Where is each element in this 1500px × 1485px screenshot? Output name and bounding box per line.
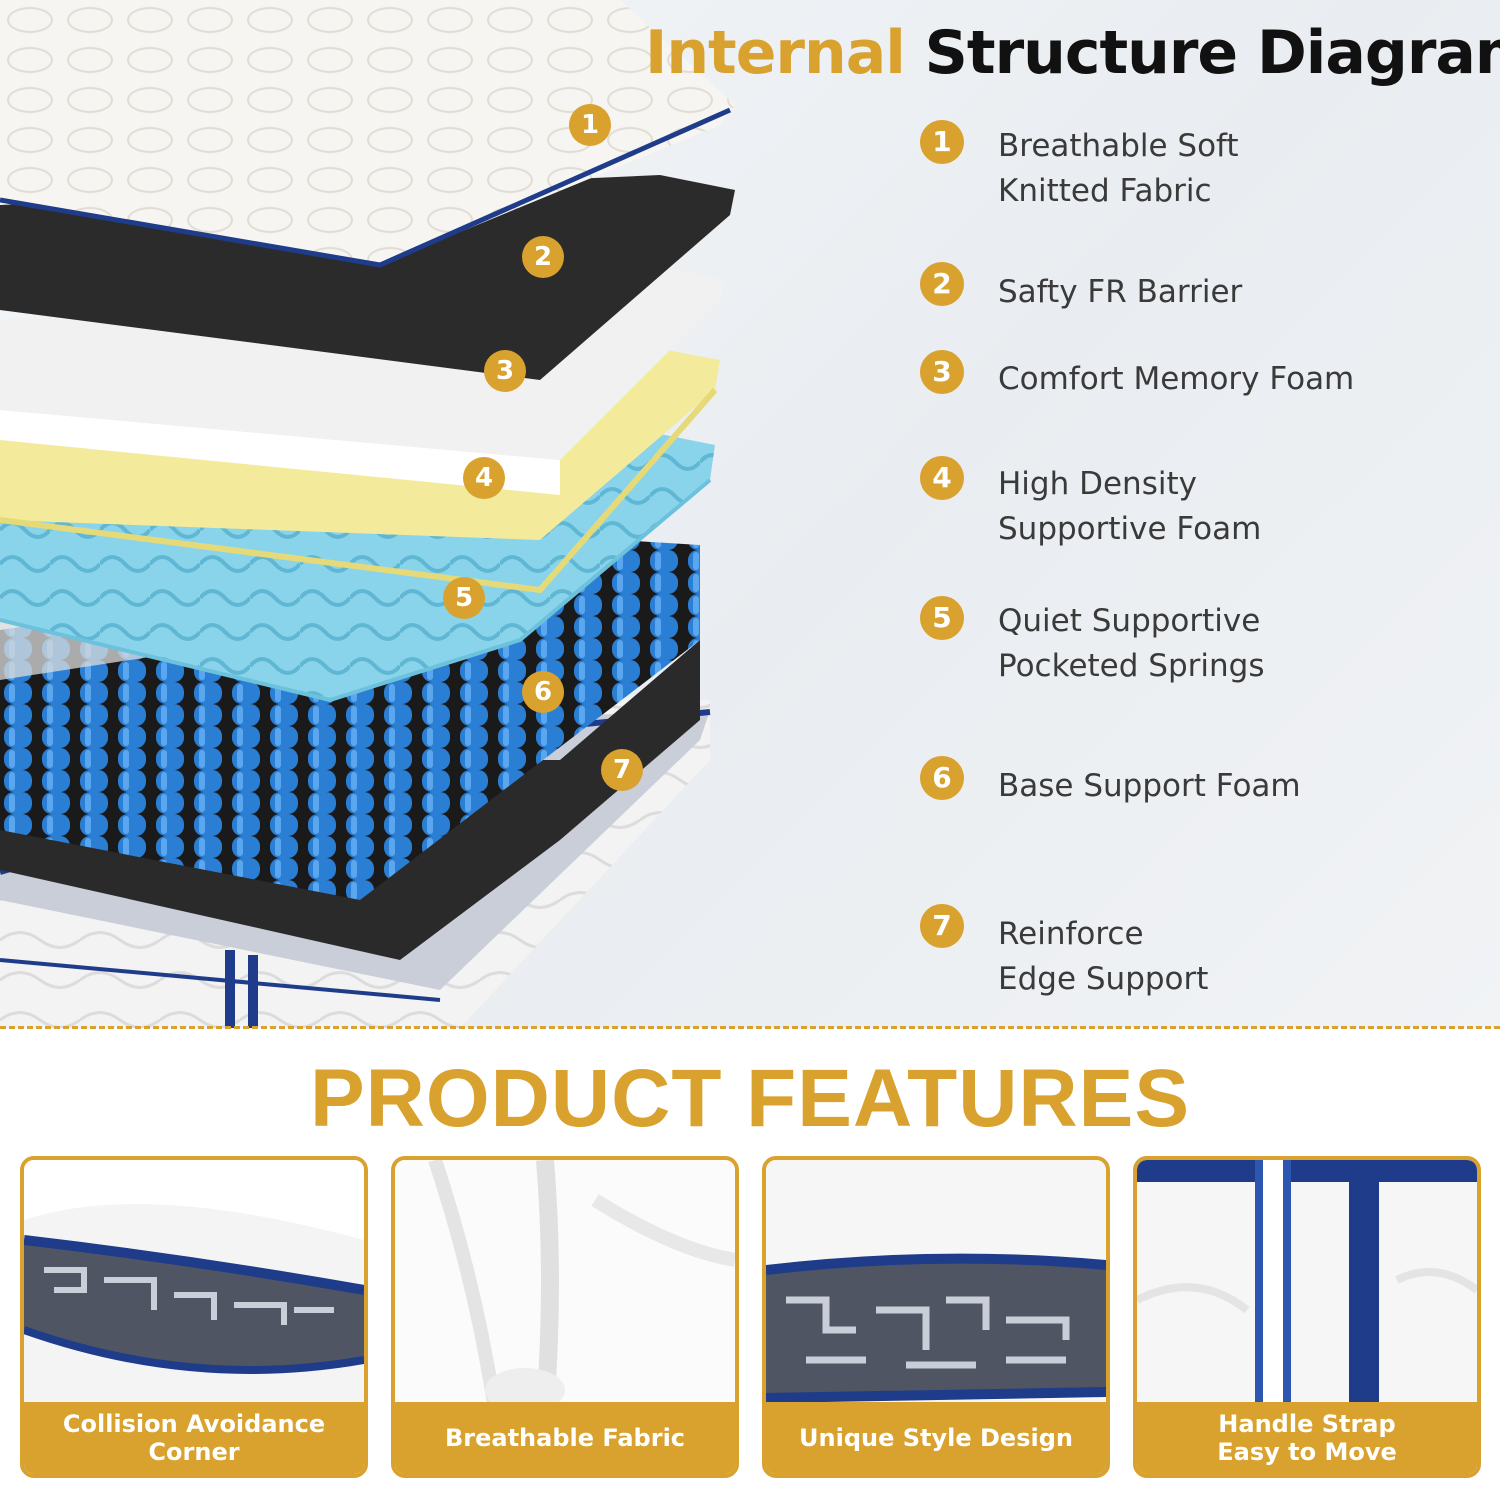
side-panel-image [766, 1160, 1106, 1410]
number-badge: 7 [920, 904, 964, 948]
marker-badge-3: 3 [484, 350, 526, 392]
number-badge: 4 [920, 456, 964, 500]
legend-label: Base Support Foam [998, 768, 1301, 804]
structure-diagram-section: 1 2 3 4 5 6 7 Internal Structure Diagram… [0, 0, 1500, 1028]
title-highlight: Internal [645, 18, 906, 88]
number-badge: 2 [920, 262, 964, 306]
title-rest: Structure Diagram [924, 18, 1500, 88]
page-title: Internal Structure Diagram [645, 18, 1500, 88]
marker-badge-5: 5 [443, 577, 485, 619]
handle-strap-image [1137, 1160, 1477, 1410]
number-badge: 5 [920, 596, 964, 640]
features-heading: PRODUCT FEATURES [309, 1053, 1191, 1144]
feature-card-breathable-fabric: Breathable Fabric [391, 1156, 739, 1478]
number-badge: 3 [920, 350, 964, 394]
legend-label: Safty FR Barrier [998, 274, 1243, 310]
marker-badge-6: 6 [522, 671, 564, 713]
legend-label: Comfort Memory Foam [998, 361, 1355, 397]
feature-caption: Breathable Fabric [395, 1402, 735, 1474]
mattress-layers-illustration [0, 0, 735, 1028]
marker-badge-4: 4 [463, 457, 505, 499]
knitted-fabric-image [395, 1160, 735, 1410]
feature-caption: Unique Style Design [766, 1402, 1106, 1474]
corner-edge-image [24, 1160, 364, 1410]
marker-badge-2: 2 [522, 236, 564, 278]
marker-badge-7: 7 [601, 749, 643, 791]
marker-badge-1: 1 [569, 104, 611, 146]
section-divider [0, 1026, 1500, 1029]
number-badge: 6 [920, 756, 964, 800]
feature-card-unique-style: Unique Style Design [762, 1156, 1110, 1478]
number-badge: 1 [920, 120, 964, 164]
